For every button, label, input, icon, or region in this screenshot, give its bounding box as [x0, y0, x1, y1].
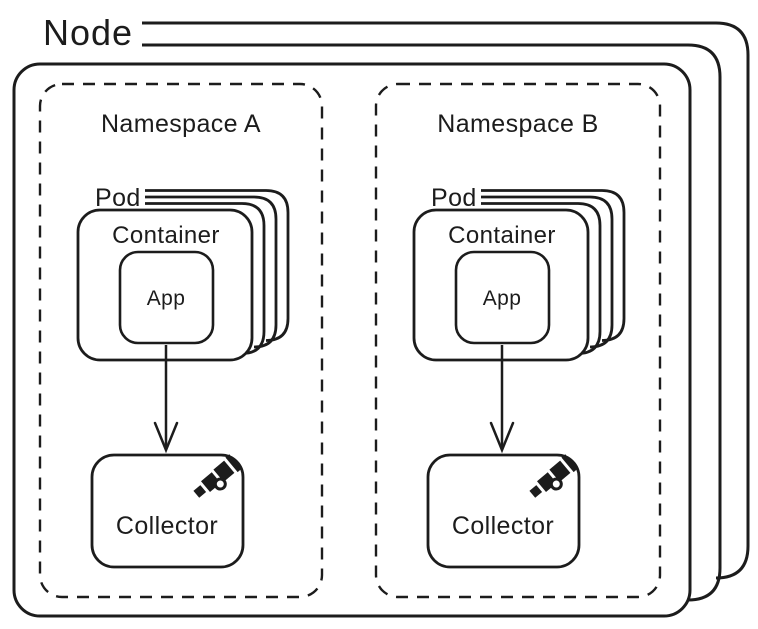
arrowhead: [489, 421, 515, 454]
container-label-a: Container: [112, 222, 220, 249]
container-label-b: Container: [448, 222, 556, 249]
pod-stack-a: Pod Container App: [76, 184, 290, 362]
pod-label-b: Pod: [431, 184, 477, 212]
telescope-icon: [529, 454, 578, 498]
app-box-b: [454, 250, 551, 345]
pod-layer-3: [145, 189, 290, 342]
namespace-b-label: Namespace B: [437, 110, 598, 138]
arrow-app-to-collector-b: [489, 345, 515, 454]
namespace-a: Namespace A Pod Container App: [38, 82, 324, 599]
pod-label-a: Pod: [95, 184, 141, 212]
namespace-a-label: Namespace A: [101, 110, 261, 138]
telescope-icon: [193, 454, 242, 498]
app-label-b: App: [483, 287, 522, 310]
arrowhead: [153, 421, 179, 454]
namespace-a-box: [38, 82, 324, 599]
collector-a: Collector: [90, 453, 245, 569]
namespace-b-box: [374, 82, 662, 599]
pod-layer-1: [481, 202, 602, 355]
collector-label-a: Collector: [116, 512, 218, 540]
namespace-b: Namespace B Pod Container App Col: [374, 82, 662, 599]
pod-layer-2: [481, 195, 614, 349]
app-label-a: App: [147, 287, 186, 310]
node-layer-middle: [142, 43, 722, 602]
pod-stack-b: Pod Container App: [412, 184, 626, 362]
node-label: Node: [43, 12, 133, 53]
pod-layer-1: [145, 202, 266, 355]
pod-layer-2: [145, 195, 278, 349]
collector-label-b: Collector: [452, 512, 554, 540]
arrow-app-to-collector-a: [153, 345, 179, 454]
pod-layer-3: [481, 189, 626, 342]
node-layer-back: [142, 21, 750, 580]
collector-b: Collector: [426, 453, 581, 569]
app-box-a: [118, 250, 215, 345]
